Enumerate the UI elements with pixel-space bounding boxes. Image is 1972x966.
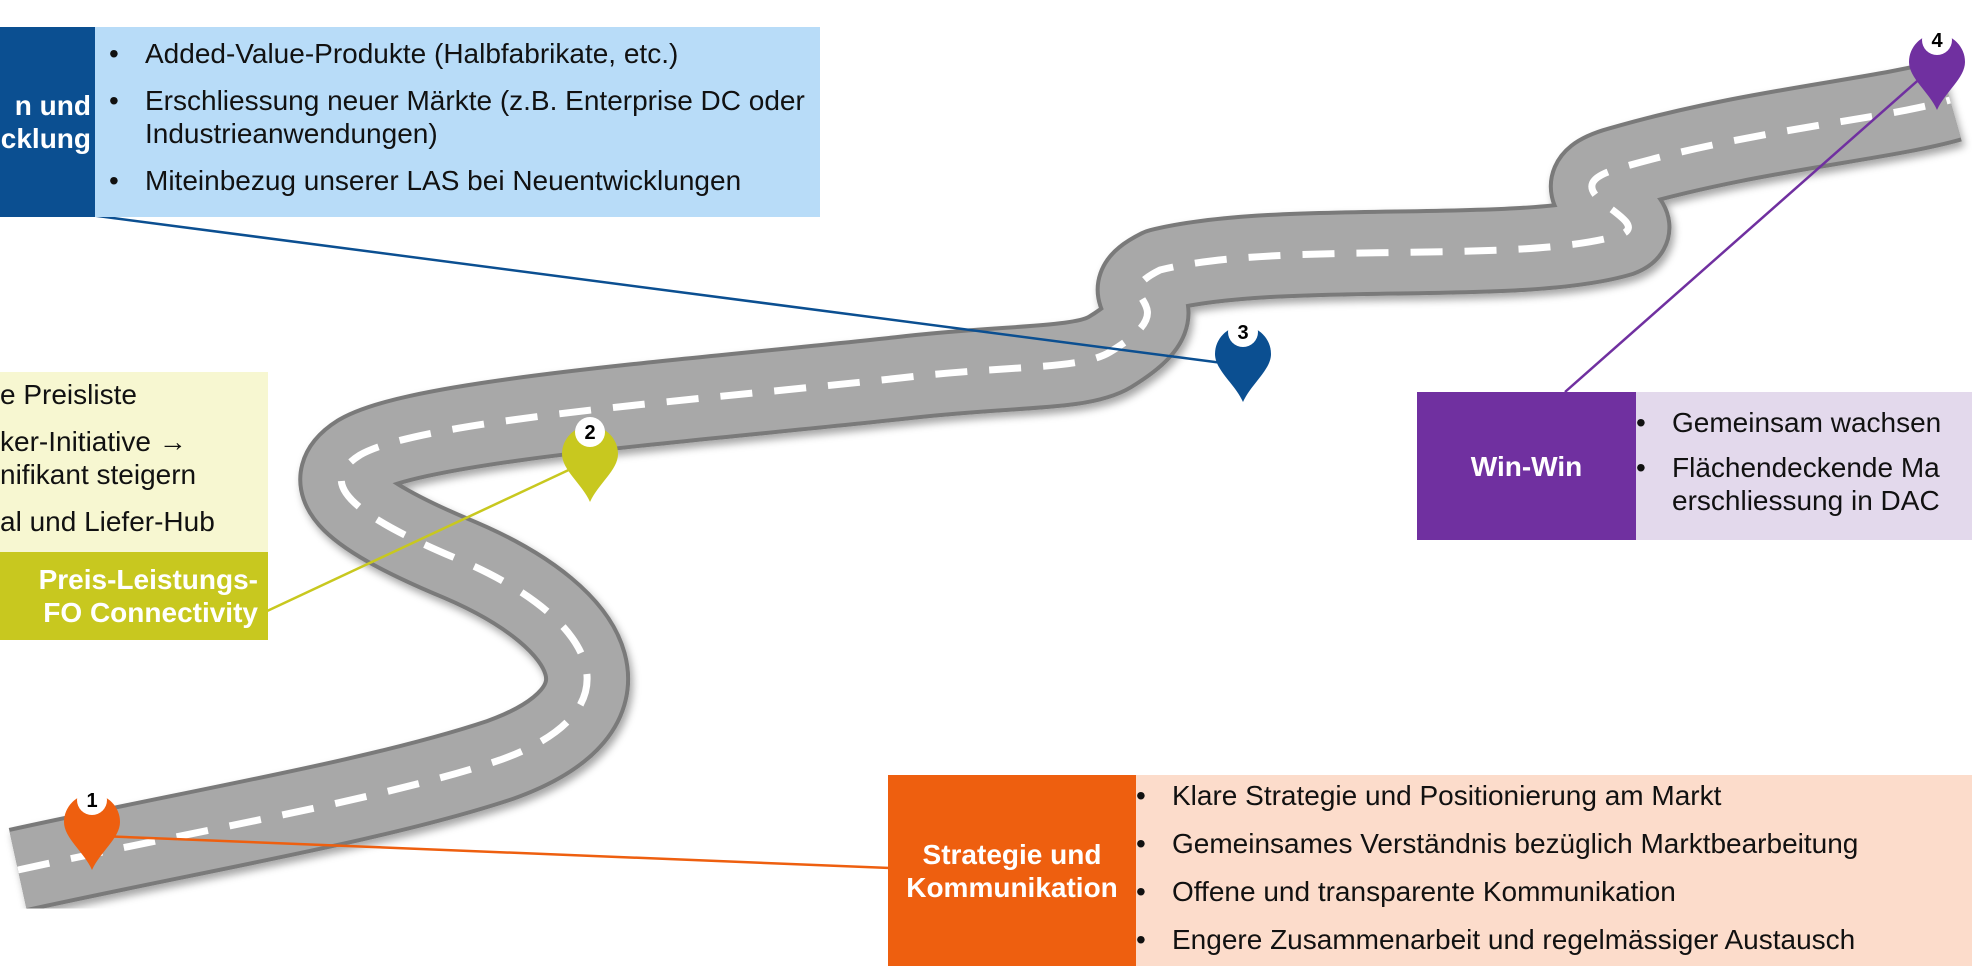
purple-box-title-text: Win-Win [1470, 450, 1583, 482]
connector-line-purple [1564, 67, 1933, 393]
connector-line-orange [99, 834, 891, 870]
map-pin-number: 4 [1931, 30, 1943, 52]
map-pin-dot [1922, 25, 1952, 55]
blue-box-item: Erschliessung neuer Märkte (z.B. Enterpr… [109, 84, 835, 150]
orange-box-body: Klare Strategie und Positionierung am Ma… [1136, 775, 1972, 966]
orange-box-item: Klare Strategie und Positionierung am Ma… [1136, 779, 1972, 812]
map-pin-shape [1909, 34, 1965, 110]
purple-box-title: Win-Win [1417, 392, 1636, 540]
map-pin-shape [562, 426, 618, 502]
road-center-dashes [17, 96, 1951, 874]
yellow-box-line: ker-Initiative → nifikant steigern [0, 426, 197, 490]
yellow-box-body: e Preisliste ker-Initiative → nifikant s… [0, 372, 268, 552]
orange-box-title: Strategie und Kommunikation [888, 775, 1136, 966]
yellow-box-title-text: Preis-Leistungs- FO Connectivity [38, 564, 258, 628]
orange-box-item: Offene und transparente Kommunikation [1136, 875, 1972, 908]
yellow-box-line: al und Liefer-Hub [0, 506, 215, 537]
map-pin-number: 2 [584, 422, 595, 444]
map-pin-dot [575, 417, 605, 447]
purple-box-body: Gemeinsam wachsen Flächendeckende Ma ers… [1636, 392, 1972, 540]
connector-line-yellow [264, 458, 591, 614]
blue-box-item: Added-Value-Produkte (Halbfabrikate, etc… [109, 37, 820, 70]
yellow-box-title: Preis-Leistungs- FO Connectivity [0, 552, 268, 640]
connector-line-blue [89, 213, 1239, 367]
yellow-box-line: e Preisliste [0, 379, 137, 410]
map-pin-shape [1215, 326, 1271, 402]
purple-box-item: Flächendeckende Ma erschliessung in DAC [1636, 451, 1972, 517]
blue-box-title: n und cklung [0, 27, 95, 217]
orange-box-item: Engere Zusammenarbeit und regelmässiger … [1136, 923, 1972, 956]
map-pin-1: 1 [64, 785, 120, 870]
map-pin-3: 3 [1215, 317, 1271, 402]
orange-box-item: Gemeinsames Verständnis bezüglich Marktb… [1136, 827, 1972, 860]
map-pin-dot [77, 785, 107, 815]
map-pin-shape [64, 794, 120, 870]
map-pin-4: 4 [1909, 25, 1965, 110]
map-pin-dot [1228, 317, 1258, 347]
map-pin-number: 3 [1237, 322, 1248, 344]
blue-box-title-text: n und cklung [0, 90, 91, 154]
blue-box-item: Miteinbezug unserer LAS bei Neuentwicklu… [109, 164, 820, 197]
map-pin-2: 2 [562, 417, 618, 502]
blue-box-body: Added-Value-Produkte (Halbfabrikate, etc… [95, 27, 820, 217]
purple-box-item: Gemeinsam wachsen [1636, 406, 1972, 439]
orange-box-title-text: Strategie und Kommunikation [906, 838, 1118, 903]
map-pin-number: 1 [86, 790, 97, 812]
